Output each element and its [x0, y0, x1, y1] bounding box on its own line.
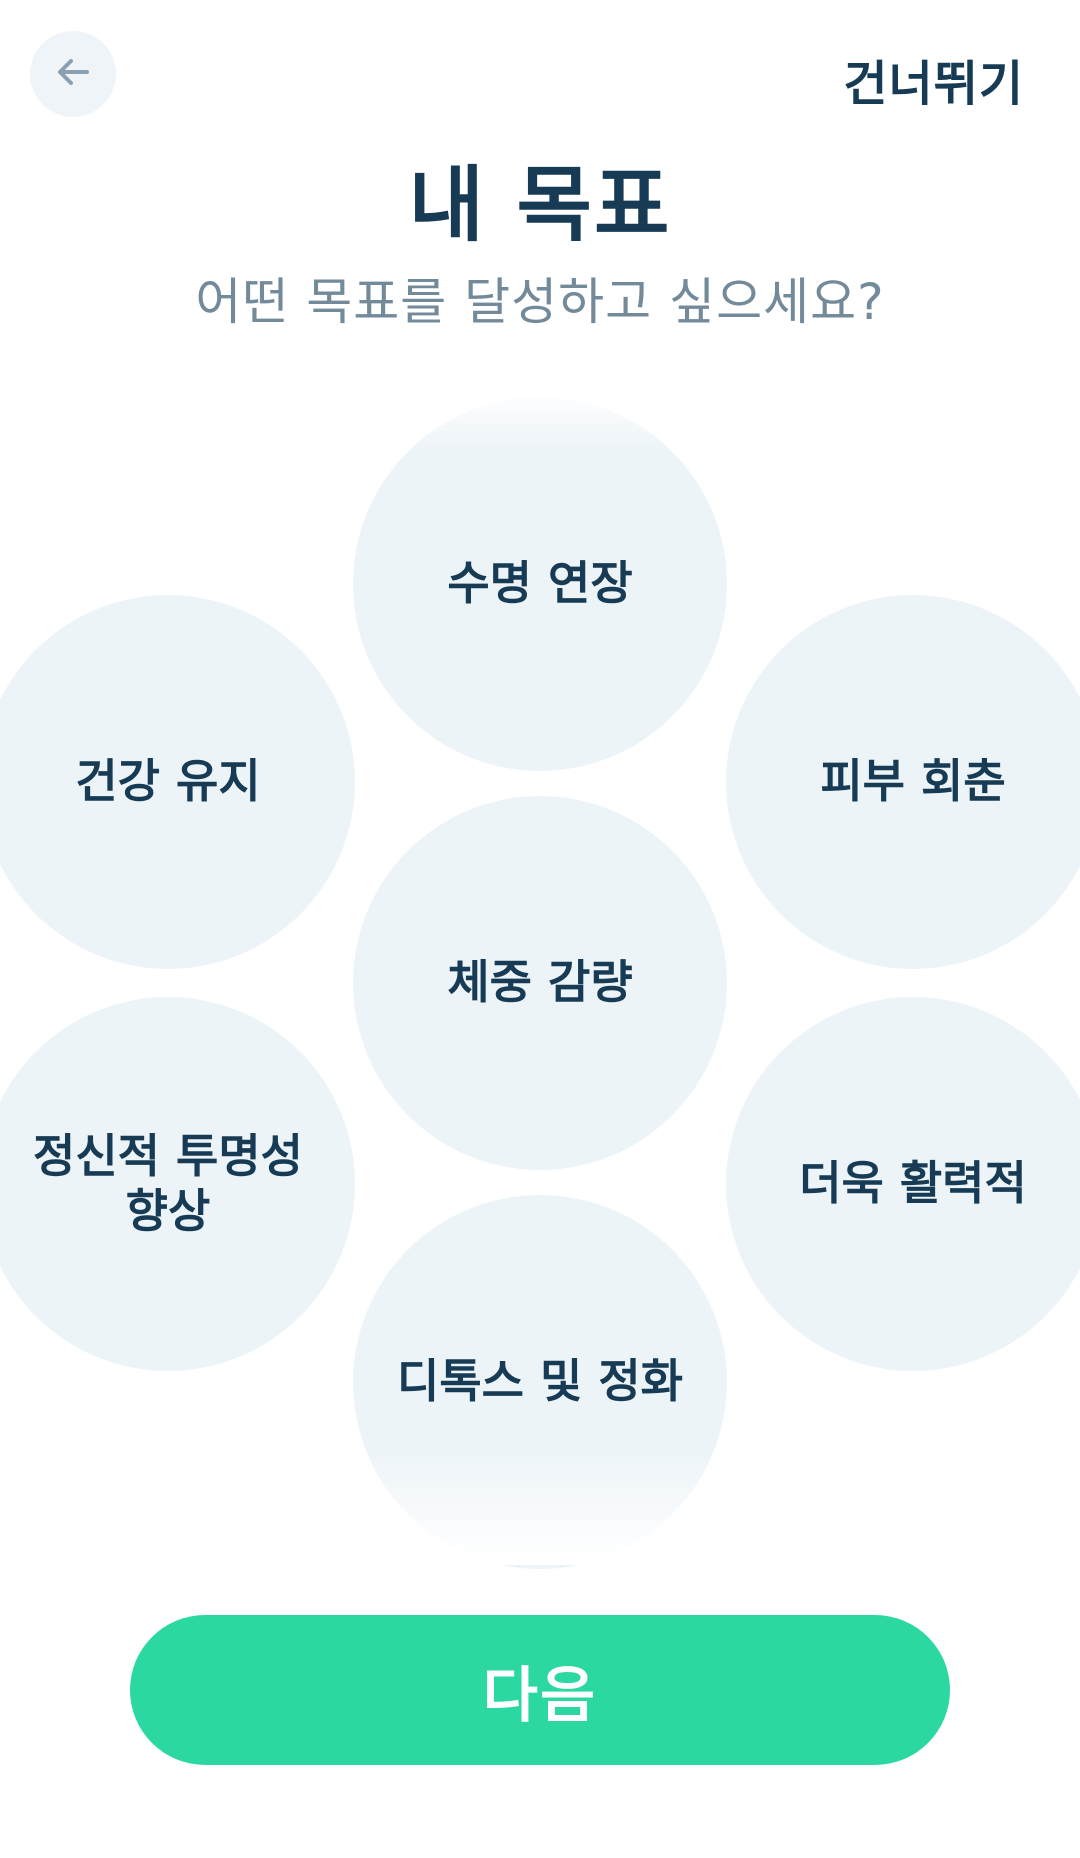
goal-label: 건강 유지 — [75, 754, 261, 809]
page-title: 내 목표 — [408, 158, 672, 253]
next-button[interactable]: 다음 — [130, 1615, 950, 1765]
goal-option-detox[interactable]: 디톡스 및 정화 — [353, 1195, 727, 1569]
goal-label: 정신적 투명성 향상 — [33, 1128, 303, 1238]
goal-label: 디톡스 및 정화 — [397, 1354, 683, 1409]
goal-option-energy[interactable]: 더욱 활력적 — [726, 997, 1080, 1371]
goal-label: 체중 감량 — [447, 955, 633, 1010]
goal-option-health[interactable]: 건강 유지 — [0, 595, 355, 969]
goal-option-weight-loss[interactable]: 체중 감량 — [353, 796, 727, 1170]
skip-button[interactable]: 건너뛰기 — [843, 56, 1024, 112]
goal-label: 더욱 활력적 — [799, 1156, 1027, 1211]
goal-label: 피부 회춘 — [820, 754, 1006, 809]
goal-option-longevity[interactable]: 수명 연장 — [353, 397, 727, 771]
page-subtitle: 어떤 목표를 달성하고 싶으세요? — [195, 273, 885, 331]
back-button[interactable] — [30, 31, 116, 117]
goal-option-mental-clarity[interactable]: 정신적 투명성 향상 — [0, 997, 355, 1371]
goal-label: 수명 연장 — [447, 556, 633, 611]
goal-option-skin[interactable]: 피부 회춘 — [726, 595, 1080, 969]
arrow-left-icon — [53, 52, 93, 96]
